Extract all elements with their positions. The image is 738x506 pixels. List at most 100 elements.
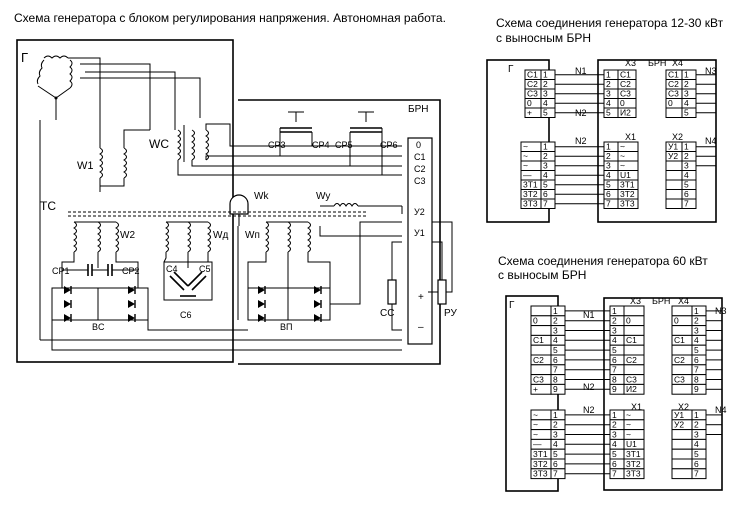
- wc-label: WC: [149, 137, 169, 151]
- conn1-x4-cell-text: 0: [668, 98, 673, 108]
- conn2-x2-cell-text: 2: [694, 420, 699, 430]
- conn2-gen-bot-cell-text: 3T3: [533, 469, 548, 479]
- cp3-label: CP3: [268, 140, 286, 150]
- conn2-x3-cell-text: 7: [612, 365, 617, 375]
- conn2-x1-cell-text: 3T3: [626, 469, 641, 479]
- conn2-x1-cell-text: 4: [612, 439, 617, 449]
- conn1-gen-bot-cell-text: 7: [543, 199, 548, 209]
- terminal-y1: У1: [414, 228, 425, 238]
- conn1-brn-label: БРН: [648, 58, 666, 68]
- conn2-x4-cell: [671, 364, 693, 376]
- conn2-brn-frame: [603, 297, 723, 491]
- conn2-x2-cell: [671, 448, 693, 460]
- conn1-x1-cell-text: 7: [606, 199, 611, 209]
- conn2-x4-cell-text: C3: [674, 374, 685, 384]
- conn1-x4-cell-text: C3: [668, 89, 679, 99]
- conn1-gen-top-cell-text: +: [527, 108, 532, 118]
- capacitor-group-cp5-cp6: [349, 111, 383, 175]
- conn1-gen-top-cell-text: 2: [543, 79, 548, 89]
- conn2-x4-cell-text: 8: [694, 374, 699, 384]
- conn2-gen-top-cell-text: 6: [553, 355, 558, 365]
- conn2-gen-bot-cell-text: 3: [553, 429, 558, 439]
- conn2-brn-label: БРН: [652, 296, 670, 306]
- conn2-x2-cell: [671, 458, 693, 470]
- w2-label: W2: [120, 230, 135, 241]
- c5-label: C5: [199, 264, 211, 274]
- conn1-x4-cell-text: 1: [684, 70, 689, 80]
- conn2-x3-cell: [623, 344, 645, 356]
- conn2-gen-top-cell-text: 1: [553, 306, 558, 316]
- conn1-x2-cell-text: 6: [684, 189, 689, 199]
- conn2-x2-cell: [671, 468, 693, 480]
- conn2-x2-label: X2: [678, 402, 689, 412]
- c4-label: C4: [166, 264, 178, 274]
- conn2-x4-cell-text: C1: [674, 335, 685, 345]
- conn2-x1-cell-text: ~: [626, 420, 631, 430]
- conn2-x3-cell-text: C2: [626, 355, 637, 365]
- c4-c5-c6-block: [163, 261, 213, 301]
- conn1-x1-cell-text: 3T1: [620, 180, 635, 190]
- conn2-gen-bot-cell-text: 3T1: [533, 449, 548, 459]
- conn1-x1-cell-text: 5: [606, 180, 611, 190]
- conn2-gen-bot-cell-text: ~: [533, 410, 538, 420]
- conn1-x3-cell-text: 0: [620, 98, 625, 108]
- conn2-gen-top-cell-text: C3: [533, 374, 544, 384]
- conn1-x3-cell-text: И2: [620, 108, 631, 118]
- conn2-gen-bot-cell-text: 4: [553, 439, 558, 449]
- conn1-gen-bot-cell-text: 2: [543, 151, 548, 161]
- conn2-x3-cell-text: 2: [612, 316, 617, 326]
- conn2-n4-label: N4: [715, 405, 727, 415]
- generator-stator-winding: [36, 55, 73, 120]
- conn2-gen-top-cell-text: 9: [553, 384, 558, 394]
- conn2-x2-cell-text: 6: [694, 459, 699, 469]
- conn1-gen-bot-cell-text: 3T3: [523, 199, 538, 209]
- conn2-x3-cell-text: 3: [612, 325, 617, 335]
- terminal-y2: У2: [414, 207, 425, 217]
- conn2-x3-cell-text: 9: [612, 384, 617, 394]
- c6-label: C6: [180, 310, 192, 320]
- conn1-x2-cell-text: У2: [668, 151, 678, 161]
- conn2-x1-cell-text: ~: [626, 429, 631, 439]
- conn2-x2-cell: [671, 438, 693, 450]
- conn2-n1-label: N1: [583, 310, 595, 320]
- conn1-n2b-label: N2: [575, 136, 587, 146]
- conn2-x1-label: X1: [631, 402, 642, 412]
- bc-label: BC: [92, 322, 105, 332]
- conn2-x2-cell-text: 4: [694, 439, 699, 449]
- conn2-gen-top-cell-text: 5: [553, 345, 558, 355]
- conn2-gen-top-cell-text: +: [533, 384, 538, 394]
- vp-rectifier: [247, 285, 331, 323]
- conn1-x1-cell-text: U1: [620, 170, 631, 180]
- conn1-x3-label: X3: [625, 58, 636, 68]
- conn2-gen-top-cell-text: 3: [553, 325, 558, 335]
- conn1-x2-cell-text: 4: [684, 170, 689, 180]
- conn1-x1-cell-text: 3T3: [620, 199, 635, 209]
- conn1-x1-cell-text: ~: [620, 142, 625, 152]
- conn1-x4-cell-text: 5: [684, 108, 689, 118]
- conn2-x4-cell-text: 1: [694, 306, 699, 316]
- cp1-label: CP1: [52, 266, 70, 276]
- conn1-x4-cell-text: 3: [684, 89, 689, 99]
- conn1-x1-cell-text: 2: [606, 151, 611, 161]
- conn2-x3-cell: [623, 325, 645, 336]
- conn2-x3-cell-text: 8: [612, 374, 617, 384]
- conn2-gen-top-cell-text: 4: [553, 335, 558, 345]
- conn2-x1-cell-text: 2: [612, 420, 617, 430]
- conn2-gen-bot-cell-text: —: [533, 439, 542, 449]
- terminal-c1: C1: [414, 152, 426, 162]
- conn2-n2b-label: N2: [583, 405, 595, 415]
- conn2-g-label: Г: [509, 300, 515, 311]
- terminal-c3: C3: [414, 176, 426, 186]
- conn2-x4-cell: [671, 344, 693, 356]
- conn2-gen-top-cell: [530, 344, 552, 356]
- conn1-x3-cell-text: 1: [606, 70, 611, 80]
- ru-resistor: [437, 279, 447, 305]
- terminal-strip: [407, 137, 433, 345]
- conn1-x1-cell-text: 1: [606, 142, 611, 152]
- conn2-x4-cell-text: 2: [694, 316, 699, 326]
- conn2-x4-cell-text: 6: [694, 355, 699, 365]
- conn1-x4-cell-text: 4: [684, 98, 689, 108]
- terminal-0: 0: [416, 140, 421, 150]
- conn2-gen-top-cell: [530, 305, 552, 317]
